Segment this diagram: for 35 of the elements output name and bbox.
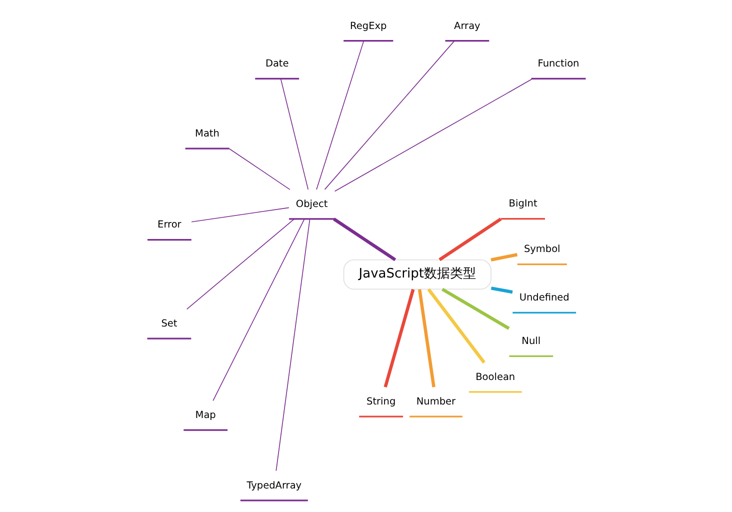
connector — [332, 218, 396, 262]
node-text: Date — [264, 58, 288, 70]
node-text: Math — [194, 128, 219, 140]
node-text: String — [366, 396, 396, 408]
connector — [490, 286, 512, 294]
connector — [417, 289, 435, 388]
connector — [490, 253, 518, 262]
node-text: Boolean — [475, 372, 515, 383]
connector — [228, 148, 290, 190]
connector — [438, 218, 502, 262]
node-text: Number — [416, 396, 456, 408]
node-text: Array — [454, 20, 480, 32]
connector — [275, 218, 310, 472]
node-box: JavaScript数据类型 — [342, 259, 491, 290]
node-text: Null — [521, 336, 540, 348]
node-text: RegExp — [350, 20, 386, 32]
node-text: Error — [157, 220, 181, 231]
connector — [212, 218, 304, 402]
node-text: BigInt — [508, 198, 537, 210]
node-text: Function — [537, 58, 579, 70]
connector — [316, 40, 364, 190]
node-text: Undefined — [518, 292, 569, 304]
connector — [334, 78, 532, 192]
connector — [441, 288, 510, 330]
connector — [324, 40, 454, 190]
node-text: Object — [295, 198, 328, 210]
node-text: Set — [160, 318, 177, 330]
connector — [426, 288, 485, 364]
connector — [280, 78, 308, 190]
node-text: Map — [194, 410, 216, 421]
node-text: Symbol — [523, 244, 560, 256]
connector — [190, 207, 289, 222]
connector — [186, 218, 294, 310]
node-text: TypedArray — [246, 480, 302, 492]
connector — [383, 288, 414, 388]
